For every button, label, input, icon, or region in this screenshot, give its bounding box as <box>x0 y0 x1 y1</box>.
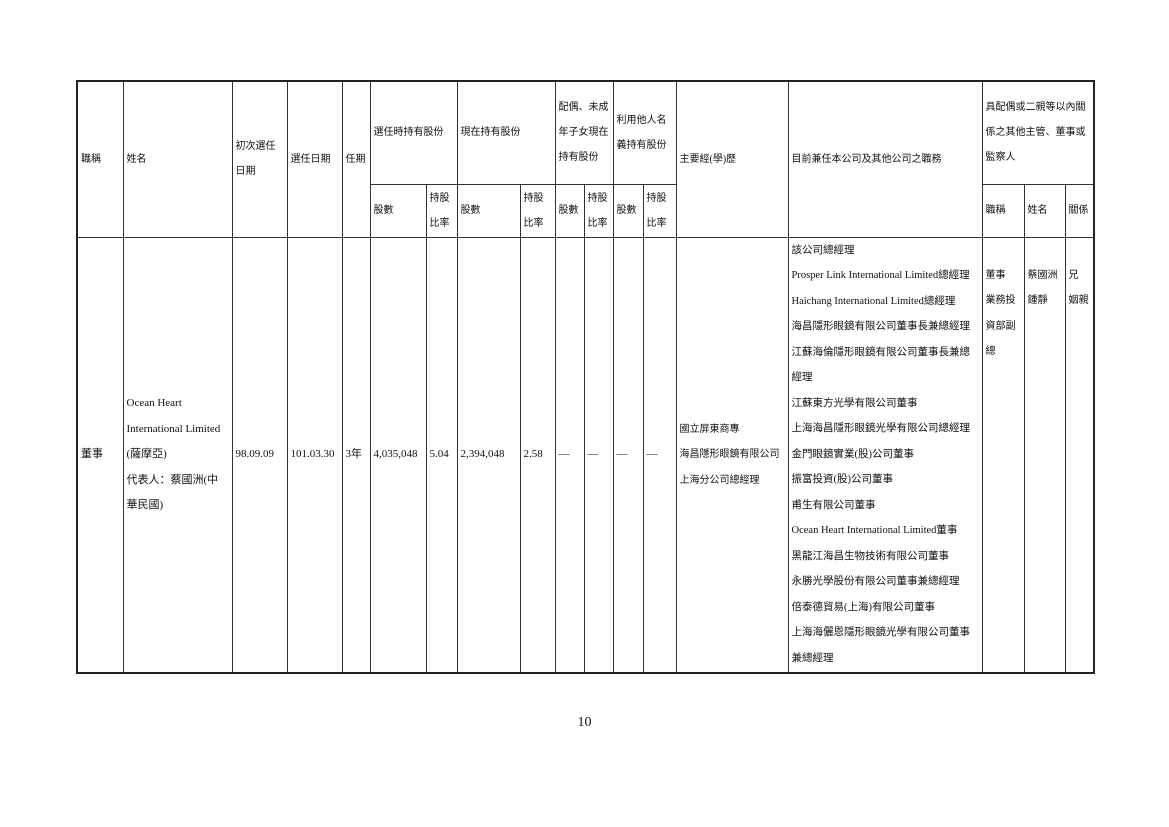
cell-rel-name: 蔡國洲 鍾靜 <box>1023 236 1066 674</box>
cell-nominee-shares: — <box>612 236 644 674</box>
sub-rel-title: 職稱 <box>981 183 1025 238</box>
sub-rel-name: 姓名 <box>1023 183 1066 238</box>
position-line: 江蘇海倫隱形眼鏡有限公司董事長兼總經理 <box>791 346 971 384</box>
experience-line: 國立屏東商專 <box>679 423 740 435</box>
header-title: 職稱 <box>76 80 124 238</box>
cell-spouse-shares: — <box>554 236 585 674</box>
position-line: 永勝光學股份有限公司董事兼總經理 <box>791 576 960 587</box>
director-table: 職稱 姓名 初次選任日期 選任日期 任期 選任時持有股份 現在持有股份 配偶、未… <box>76 80 1095 674</box>
position-line: 該公司總經理 <box>791 244 855 256</box>
position-line: Ocean Heart International Limited董事 <box>791 525 958 536</box>
representative: 代表人：蔡國洲(中華民國) <box>126 473 219 512</box>
header-positions: 目前兼任本公司及其他公司之職務 <box>787 80 983 238</box>
header-spouse-shares: 配偶、未成年子女現在持有股份 <box>554 80 614 185</box>
header-nominee-shares: 利用他人名義持有股份 <box>612 80 677 185</box>
cell-election-ratio: 5.04 <box>425 236 458 674</box>
rel-relation: 兄 <box>1068 269 1079 281</box>
header-term: 任期 <box>341 80 371 238</box>
cell-term: 3年 <box>341 236 371 674</box>
header-elected: 選任日期 <box>286 80 343 238</box>
cell-title: 董事 <box>76 236 124 674</box>
sub-share-ratio: 持股比率 <box>519 183 556 238</box>
position-line: Prosper Link International Limited總經理 <box>791 270 970 281</box>
position-line: Haichang International Limited總經理 <box>791 295 956 307</box>
name-line: Ocean Heart <box>126 397 182 409</box>
cell-nominee-ratio: — <box>642 236 677 674</box>
cell-election-shares: 4,035,048 <box>369 236 427 674</box>
header-relatives: 具配偶或二親等以內關係之其他主管、董事或監察人 <box>981 80 1095 185</box>
position-line: 上海海昌隱形眼鏡光學有限公司總經理 <box>791 423 971 434</box>
position-line: 倍泰德貿易(上海)有限公司董事 <box>791 601 936 613</box>
rel-relation: 姻親 <box>1068 295 1089 306</box>
experience-line: 海昌隱形眼鏡有限公司上海分公司總經理 <box>679 449 780 486</box>
rel-title: 業務投資部副總 <box>985 295 1016 357</box>
sub-share-ratio: 持股比率 <box>642 183 677 238</box>
header-experience: 主要經(學)歷 <box>675 80 789 238</box>
header-name: 姓名 <box>122 80 233 238</box>
position-line: 上海海儷恩隱形眼鏡光學有限公司董事兼總經理 <box>791 627 971 664</box>
position-line: 甫生有限公司董事 <box>791 499 876 511</box>
cell-name: Ocean Heart International Limited (薩摩亞) … <box>122 236 233 674</box>
rel-name: 蔡國洲 <box>1027 269 1058 281</box>
header-first-elected: 初次選任日期 <box>231 80 288 238</box>
cell-rel-relation: 兄 姻親 <box>1064 236 1095 674</box>
cell-current-ratio: 2.58 <box>519 236 556 674</box>
name-line: International Limited <box>126 422 221 435</box>
position-line: 海昌隱形眼鏡有限公司董事長兼總經理 <box>791 321 971 332</box>
rel-title: 董事 <box>985 269 1006 281</box>
cell-spouse-ratio: — <box>583 236 614 674</box>
sub-share-count: 股數 <box>554 183 585 238</box>
sub-share-count: 股數 <box>612 183 644 238</box>
cell-elected: 101.03.30 <box>286 236 343 674</box>
sub-share-count: 股數 <box>369 183 427 238</box>
sub-share-count: 股數 <box>456 183 521 238</box>
sub-share-ratio: 持股比率 <box>425 183 458 238</box>
header-current-shares: 現在持有股份 <box>456 80 556 185</box>
page-number: 10 <box>577 715 592 730</box>
cell-rel-title: 董事 業務投資部副總 <box>981 236 1025 674</box>
header-shares-at-election: 選任時持有股份 <box>369 80 458 185</box>
cell-current-shares: 2,394,048 <box>456 236 521 674</box>
sub-share-ratio: 持股比率 <box>583 183 614 238</box>
position-line: 金門眼鏡實業(股)公司董事 <box>791 448 915 460</box>
rel-name: 鍾靜 <box>1027 295 1048 306</box>
cell-first-elected: 98.09.09 <box>231 236 288 674</box>
name-line: (薩摩亞) <box>126 448 167 460</box>
cell-positions: 該公司總經理 Prosper Link International Limite… <box>787 236 983 674</box>
table-row: 董事 Ocean Heart International Limited (薩摩… <box>76 236 1095 674</box>
cell-experience: 國立屏東商專 海昌隱形眼鏡有限公司上海分公司總經理 <box>675 236 789 674</box>
position-line: 江蘇東方光學有限公司董事 <box>791 397 918 409</box>
position-line: 黑龍江海昌生物技術有限公司董事 <box>791 550 950 562</box>
position-line: 振富投資(股)公司董事 <box>791 474 894 485</box>
sub-rel-relation: 關係 <box>1064 183 1095 238</box>
